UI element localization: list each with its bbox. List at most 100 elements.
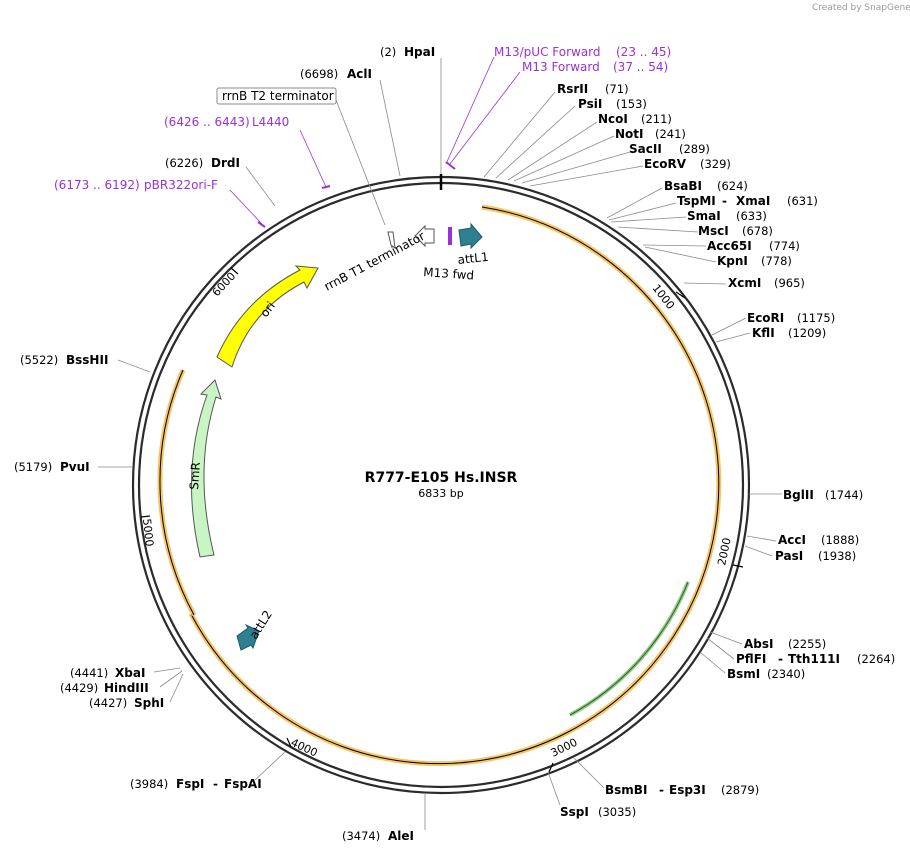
site-bsshii: BssHII [66,353,108,367]
site-smai-pos: (633) [736,209,767,223]
tick-label-2000: 2000 [715,537,734,567]
site-bsmi: BsmI [727,667,760,681]
site-ecorv: EcoRV [644,157,687,171]
site-bsmbi: BsmBI [605,783,647,797]
rrnb-t1-label: rrnB T1 terminator [322,229,427,294]
primer-pbr322ori-f-pos: (6173 .. 6192) [54,178,140,192]
plasmid-name: R777-E105 Hs.INSR [365,470,518,486]
site-pvui: PvuI [60,460,90,474]
site-leaders [98,58,782,830]
snapgene-credit: Created by SnapGene [812,3,910,13]
primer-m13-forward-pos: (37 .. 54) [613,60,668,74]
site-absi-pos: (2255) [788,637,826,651]
site-tth111i: Tth111I [788,652,840,666]
site-xmai: XmaI [736,194,770,208]
site-bsmbi-pos: (2879) [721,783,759,797]
rrnb-t2-arrow [387,231,396,250]
site-alei: AleI [388,829,414,843]
m13-fwd-mark [448,227,452,245]
primer-m13-puc-forward-pos: (23 .. 45) [616,45,671,59]
smr-label: SmR [187,462,203,491]
site-msci: MscI [698,224,729,238]
site-tspmi-dash: - [722,194,727,208]
ori-arrow [216,265,319,368]
site-psii: PsiI [578,97,602,111]
site-pasi-pos: (1938) [818,549,856,563]
site-esp3i: Esp3I [669,783,706,797]
tick-label-6000: 6000 [210,270,239,299]
backbone-feature-arc-line [159,369,195,616]
site-drdi-pos: (6226) [165,156,203,170]
site-tspmi: TspMI [677,194,716,208]
site-acc65i: Acc65I [707,239,752,253]
site-acci: AccI [778,533,806,547]
primer-l4440: L4440 [252,115,289,129]
site-kpni-pos: (778) [761,254,792,268]
primer-annotations: M13/pUC Forward (23 .. 45) M13 Forward (… [54,45,671,228]
site-xcmi-pos: (965) [774,276,805,290]
site-acli-pos: (6698) [300,67,338,81]
tick-label-5000: 5000 [140,518,156,547]
site-fspai: FspAI [224,777,262,791]
site-acli: AclI [347,67,372,81]
site-bsabi: BsaBI [664,179,702,193]
primer-m13-puc-forward: M13/pUC Forward [494,45,601,59]
site-psii-pos: (153) [616,97,647,111]
rrnb-t1-arrow [414,224,435,248]
site-sspi: SspI [560,805,589,819]
site-pflfi-dash: - [778,652,783,666]
site-kpni: KpnI [717,254,748,268]
rrnb-t2-label: rrnB T2 terminator [222,89,334,103]
primer-m13-forward: M13 Forward [522,60,600,74]
site-ncoi: NcoI [598,112,628,126]
site-bsabi-pos: (624) [717,179,748,193]
site-sphi-pos: (4427) [89,696,127,710]
site-alei-pos: (3474) [342,829,380,843]
attL2-arrow [236,623,260,651]
site-noti: NotI [615,127,644,141]
site-tspmi-pos: (631) [787,194,818,208]
site-ecori: EcoRI [747,311,784,325]
site-kfli-pos: (1209) [788,326,826,340]
rrnb-t2-box [216,87,337,105]
site-sacii: SacII [629,142,662,156]
site-pasi: PasI [775,549,803,563]
site-msci-pos: (678) [742,224,773,238]
site-xbai: XbaI [115,666,145,680]
attL1-label: attL1 [457,250,489,267]
site-sspi-pos: (3035) [598,805,636,819]
site-hpai: HpaI [404,45,435,59]
site-xcmi: XcmI [728,276,761,290]
site-pvui-pos: (5179) [14,460,52,474]
site-acc65i-pos: (774) [769,239,800,253]
site-ncoi-pos: (211) [641,112,672,126]
site-fspi-dash: - [213,777,218,791]
site-pflfi: PflFI [736,652,766,666]
site-bsmbi-dash: - [659,783,664,797]
site-acci-pos: (1888) [821,533,859,547]
m13-fwd-label: M13 fwd [423,265,475,283]
site-fspi: FspI [176,777,204,791]
insert-feature-arc-line [190,206,720,765]
site-absi: AbsI [744,637,773,651]
site-sacii-pos: (289) [679,142,710,156]
site-noti-pos: (241) [655,127,686,141]
primer-l4440-pos: (6426 .. 6443) [164,115,250,129]
site-sphi: SphI [134,696,164,710]
site-hindiii-pos: (4429) [60,681,98,695]
site-hpai-pos: (2) [380,45,396,59]
site-rsrii-pos: (71) [605,82,629,96]
site-pflfi-pos: (2264) [857,652,895,666]
site-fspi-pos: (3984) [130,777,168,791]
restriction-sites: (2) HpaI (6698) AclI RsrII (71) PsiI (15… [14,45,895,843]
site-ecorv-pos: (329) [700,157,731,171]
attL2-label: attL2 [247,608,275,642]
site-drdi: DrdI [211,156,240,170]
green-feature-arc [569,581,690,717]
attL1-arrow [458,222,483,250]
site-hindiii: HindIII [104,681,149,695]
site-bglii-pos: (1744) [825,488,863,502]
smr-arrow [191,379,222,558]
green-feature-arc-line [569,581,689,716]
